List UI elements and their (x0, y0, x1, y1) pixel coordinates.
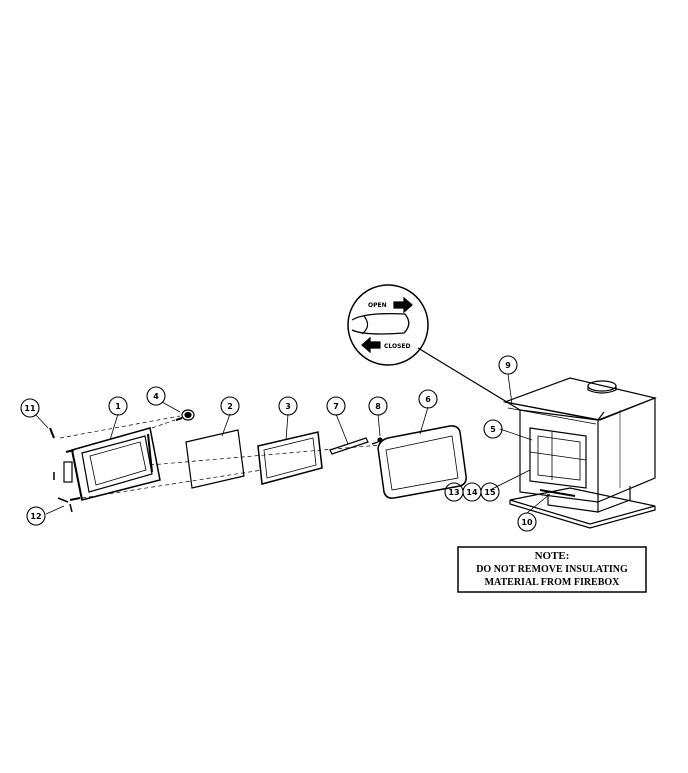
callout-13: 13 (448, 488, 459, 497)
note-line-2: MATERIAL FROM FIREBOX (485, 577, 621, 588)
alignment-lines (59, 415, 381, 499)
callout-14: 14 (466, 488, 478, 497)
callout-7: 7 (333, 402, 339, 411)
retainer-strip (329, 437, 369, 455)
stove-assembly (502, 377, 657, 529)
callout-11: 11 (24, 404, 36, 413)
door-frame (63, 427, 161, 501)
knob-part (175, 409, 195, 421)
note-line-1: DO NOT REMOVE INSULATING (476, 564, 628, 575)
open-arrow-icon (393, 296, 413, 314)
note-title: NOTE: (535, 550, 570, 562)
callout-15: 15 (484, 488, 496, 497)
glass-panel (185, 429, 245, 489)
framed-glass (257, 431, 323, 485)
callout-3: 3 (285, 402, 291, 411)
hardware-pins (49, 427, 73, 513)
callout-2: 2 (227, 402, 233, 411)
callout-6: 6 (425, 395, 431, 404)
damper-closed-label: CLOSED (384, 343, 411, 350)
callout-1: 1 (115, 402, 121, 411)
callout-4: 4 (153, 392, 159, 401)
gasket-ring (377, 425, 467, 499)
callout-8: 8 (375, 402, 381, 411)
callout-circles (20, 355, 537, 532)
callout-12: 12 (30, 512, 41, 521)
damper-open-label: OPEN (368, 302, 387, 309)
callout-10: 10 (521, 518, 533, 527)
damper-detail-zoom (347, 284, 521, 411)
closed-arrow-icon (361, 336, 381, 354)
note-box (457, 546, 647, 593)
callout-5: 5 (490, 425, 496, 434)
callout-9: 9 (505, 361, 511, 370)
